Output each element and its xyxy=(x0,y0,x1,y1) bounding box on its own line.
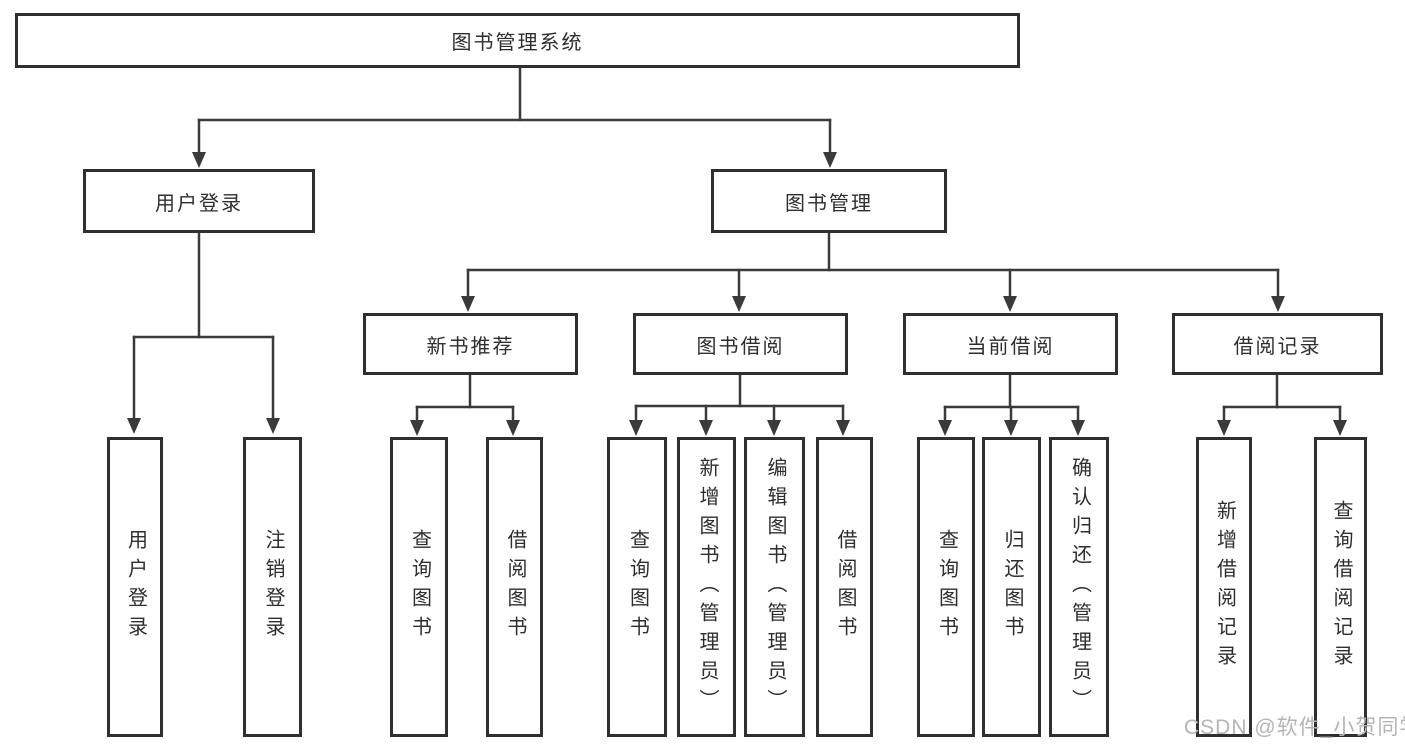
watermark-text: CSDN @软件_小贺同学 xyxy=(1184,716,1405,739)
leaf-confirm-return-admin: 确认归还（管理员） xyxy=(1049,437,1109,737)
node-library-system: 图书管理系统 xyxy=(15,13,1020,68)
node-book-management-label: 图书管理 xyxy=(785,192,873,215)
leaf-logout-login: 注销登录 xyxy=(243,437,302,737)
node-new-book-recommend-label: 新书推荐 xyxy=(426,335,515,358)
node-current-borrow-label: 当前借阅 xyxy=(966,335,1055,358)
leaf-user-login: 用户登录 xyxy=(107,437,163,737)
leaf-query-books-1-label: 查询图书 xyxy=(408,529,431,645)
leaf-borrow-books-2: 借阅图书 xyxy=(816,437,873,737)
leaf-query-books-3: 查询图书 xyxy=(917,437,975,737)
node-current-borrow: 当前借阅 xyxy=(903,313,1118,375)
leaf-query-books-2: 查询图书 xyxy=(607,437,667,737)
leaf-return-book-label: 归还图书 xyxy=(1001,529,1023,645)
leaf-add-borrow-record: 新增借阅记录 xyxy=(1196,437,1252,737)
node-new-book-recommend: 新书推荐 xyxy=(363,313,578,375)
node-borrow-records: 借阅记录 xyxy=(1172,313,1383,375)
leaf-query-books-2-label: 查询图书 xyxy=(626,529,649,645)
leaf-query-borrow-record-label: 查询借阅记录 xyxy=(1330,500,1352,674)
leaf-borrow-books-2-label: 借阅图书 xyxy=(834,529,856,645)
leaf-edit-book-admin-label: 编辑图书（管理员） xyxy=(764,456,786,718)
leaf-query-borrow-record: 查询借阅记录 xyxy=(1314,437,1367,737)
leaf-edit-book-admin: 编辑图书（管理员） xyxy=(744,437,805,737)
leaf-query-books-1: 查询图书 xyxy=(390,437,448,737)
leaf-user-login-label: 用户登录 xyxy=(124,529,147,645)
leaf-add-book-admin: 新增图书（管理员） xyxy=(677,437,736,737)
watermark: CSDN @软件_小贺同学 xyxy=(1184,711,1405,741)
node-library-system-label: 图书管理系统 xyxy=(451,32,584,54)
leaf-borrow-books-1-label: 借阅图书 xyxy=(504,529,526,645)
leaf-query-books-3-label: 查询图书 xyxy=(935,529,958,645)
leaf-add-book-admin-label: 新增图书（管理员） xyxy=(696,456,718,718)
node-book-borrow-label: 图书借阅 xyxy=(696,335,785,358)
node-borrow-records-label: 借阅记录 xyxy=(1233,335,1322,358)
leaf-logout-login-label: 注销登录 xyxy=(262,529,284,645)
node-book-management: 图书管理 xyxy=(711,169,947,233)
leaf-return-book: 归还图书 xyxy=(982,437,1041,737)
node-user-login: 用户登录 xyxy=(83,169,315,233)
node-book-borrow: 图书借阅 xyxy=(633,313,848,375)
leaf-confirm-return-admin-label: 确认归还（管理员） xyxy=(1068,456,1091,718)
node-user-login-label: 用户登录 xyxy=(155,192,243,215)
leaf-add-borrow-record-label: 新增借阅记录 xyxy=(1213,500,1236,674)
leaf-borrow-books-1: 借阅图书 xyxy=(486,437,543,737)
